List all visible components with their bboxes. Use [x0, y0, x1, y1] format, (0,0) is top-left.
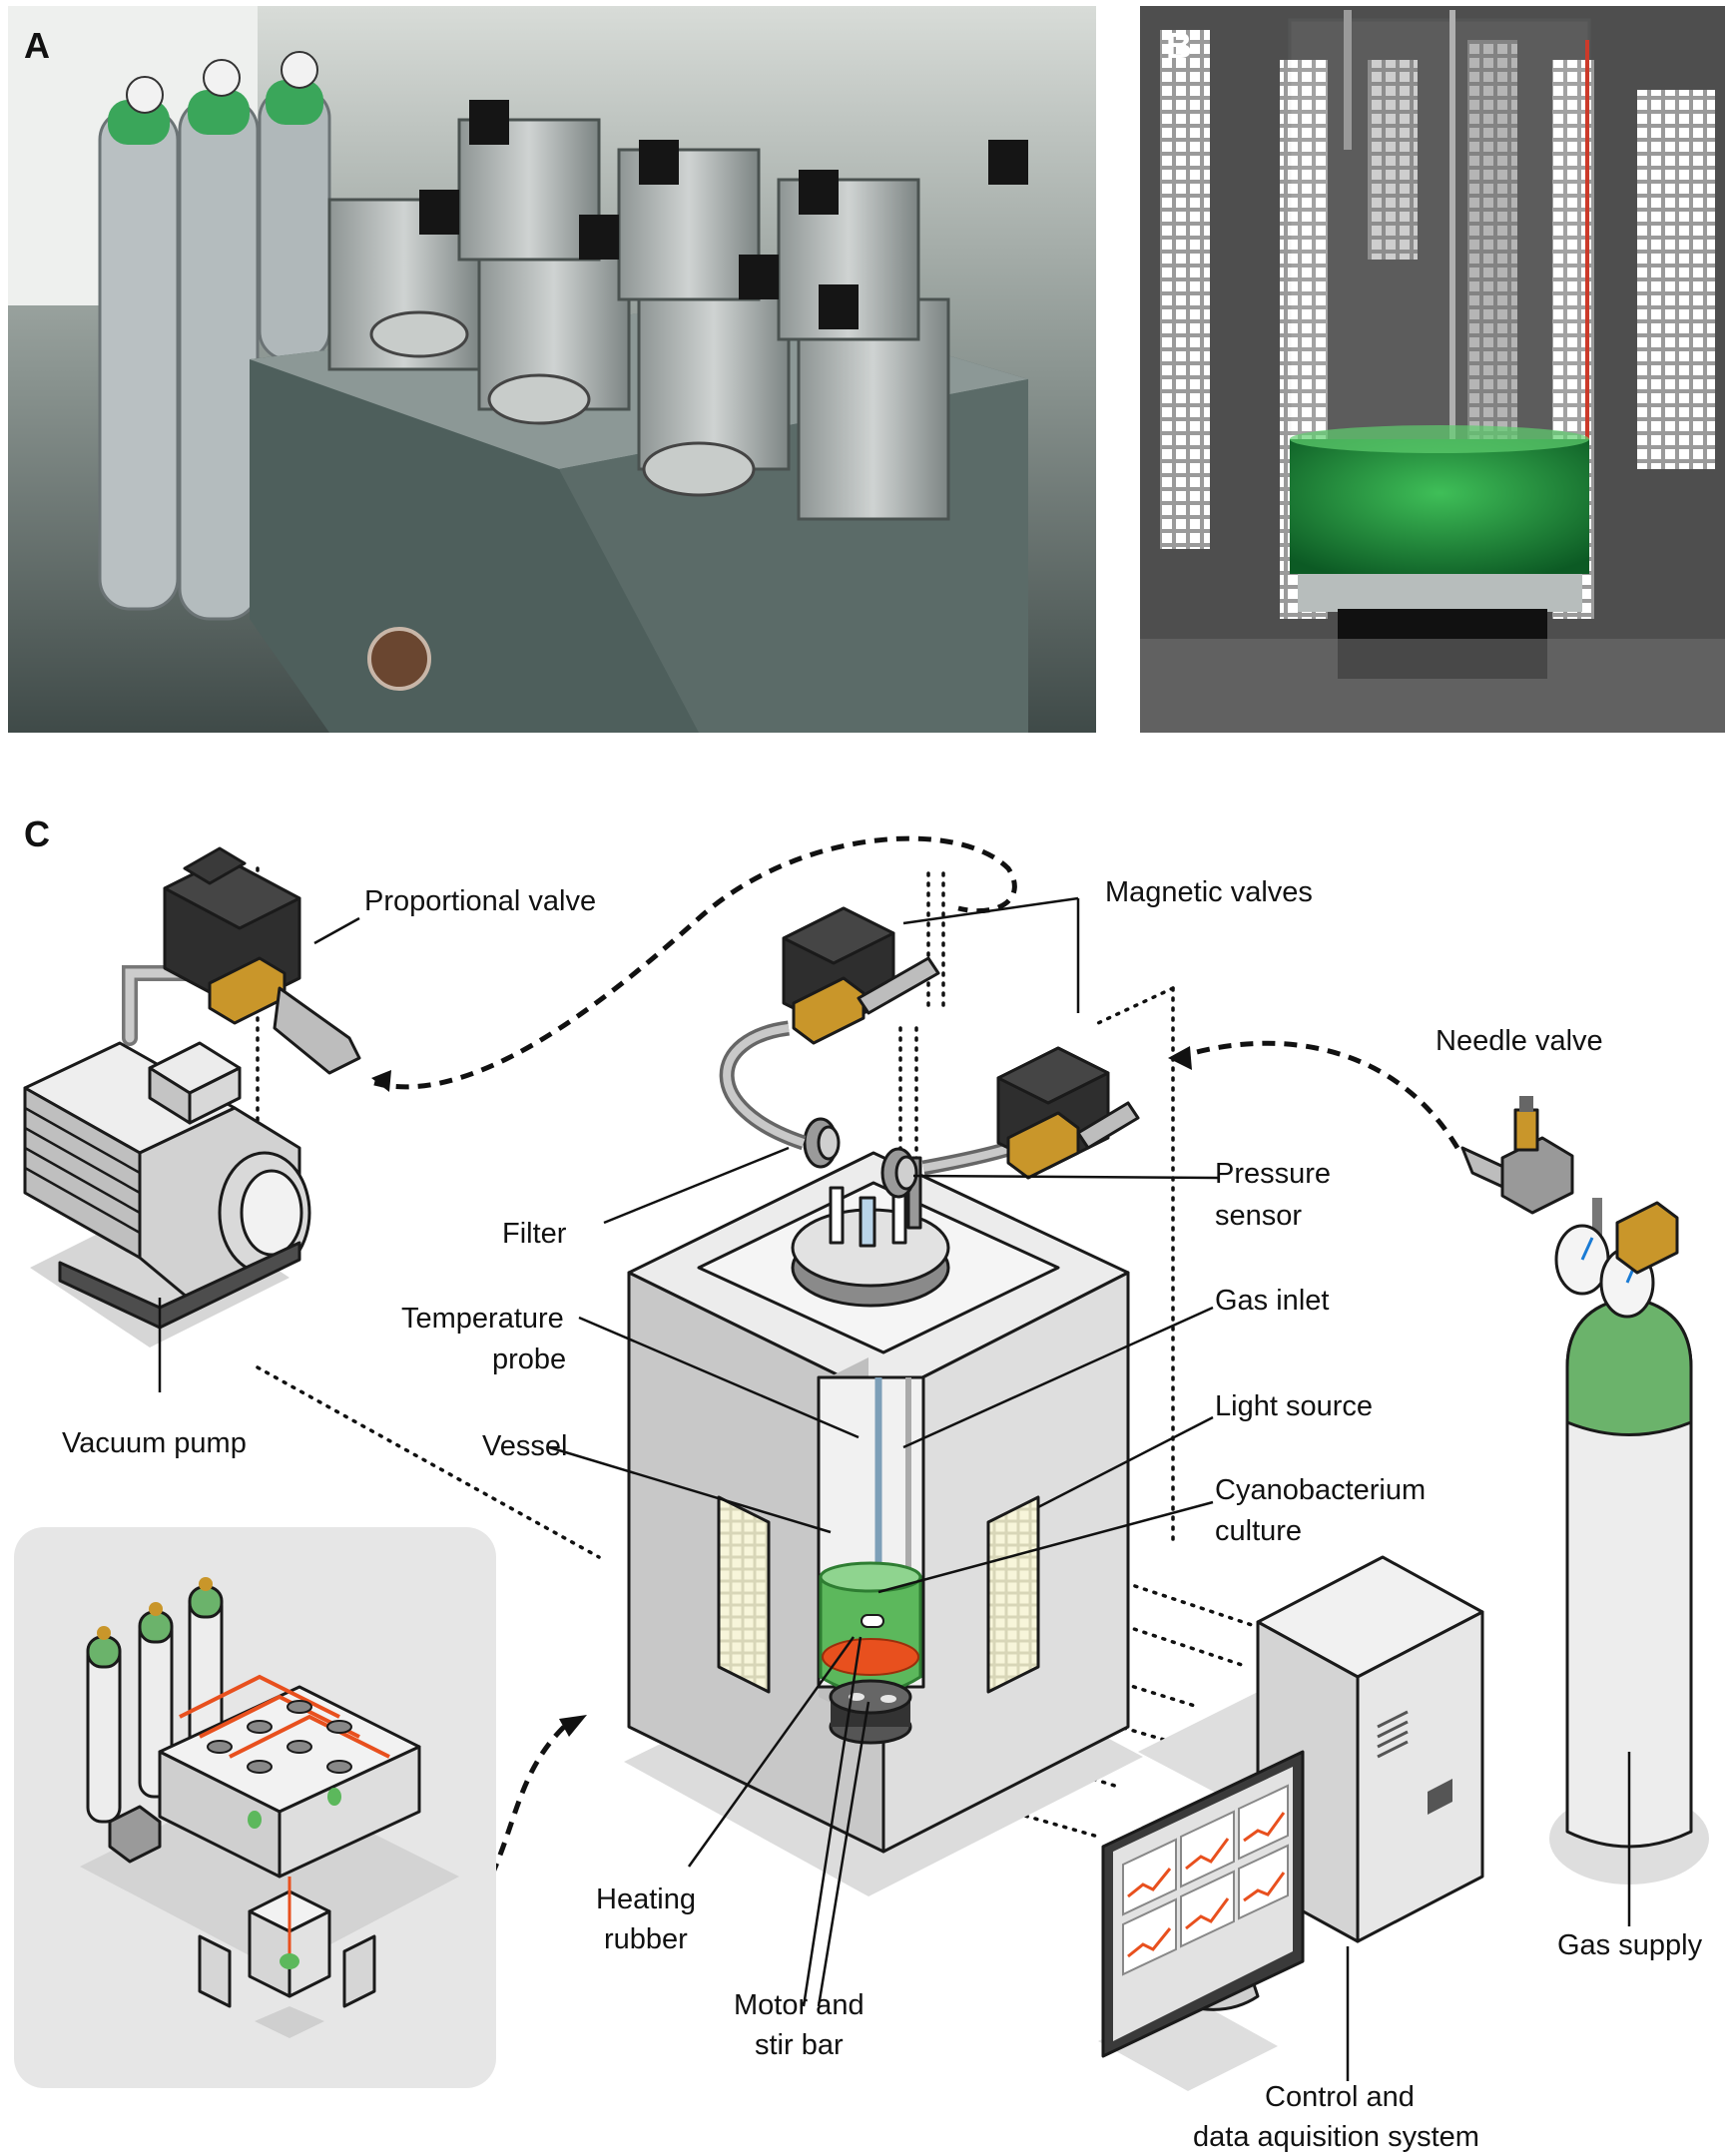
- label-temperature-probe-line2: probe: [492, 1344, 566, 1375]
- panel-letter-b: B: [1166, 25, 1192, 66]
- monitor-icon: [1098, 1750, 1305, 2091]
- label-proportional-valve: Proportional valve: [364, 885, 596, 917]
- label-cyanobacterium-culture-line2: culture: [1215, 1515, 1302, 1547]
- label-gas-inlet: Gas inlet: [1215, 1285, 1329, 1317]
- label-needle-valve: Needle valve: [1436, 1025, 1603, 1057]
- filter-icon: [803, 1117, 841, 1169]
- label-filter: Filter: [502, 1218, 567, 1250]
- label-vacuum-pump: Vacuum pump: [62, 1427, 247, 1459]
- inset-overview: [14, 1527, 496, 2088]
- label-pressure-sensor-line2: sensor: [1215, 1200, 1302, 1232]
- proportional-valve-icon: [122, 846, 361, 1075]
- vacuum-pump-icon: [23, 1041, 311, 1348]
- reactor-housing: [624, 1151, 1143, 1896]
- pressure-sensor-icon: [880, 1147, 918, 1199]
- label-magnetic-valves: Magnetic valves: [1105, 876, 1313, 908]
- label-heating-rubber-line1: Heating: [596, 1884, 696, 1915]
- label-light-source: Light source: [1215, 1390, 1373, 1422]
- label-temperature-probe-line1: Temperature: [401, 1303, 564, 1335]
- label-control-system-line1: Control and: [1265, 2081, 1415, 2113]
- needle-valve-icon: [1460, 1096, 1574, 1215]
- panel-a-photo: [8, 6, 1096, 733]
- panel-b-photo: [1140, 6, 1725, 733]
- label-motor-stir-bar-line1: Motor and: [734, 1989, 865, 2021]
- label-motor-stir-bar-line2: stir bar: [755, 2029, 844, 2061]
- label-heating-rubber-line2: rubber: [604, 1923, 688, 1955]
- label-leaders: [158, 896, 1631, 2081]
- magnetic-valve-1-icon: [782, 906, 940, 1045]
- pressure-gauge-icon: [1554, 1198, 1679, 1319]
- label-control-system-line2: data aquisition system: [1193, 2121, 1479, 2153]
- panel-letter-c: C: [24, 813, 50, 854]
- label-pressure-sensor-line1: Pressure: [1215, 1158, 1331, 1190]
- panel-letter-a: A: [24, 25, 50, 66]
- label-gas-supply: Gas supply: [1557, 1929, 1703, 1961]
- magnetic-valve-2-icon: [996, 1046, 1140, 1180]
- label-vessel: Vessel: [482, 1430, 567, 1462]
- gas-bottle-icon: [1549, 1271, 1709, 1885]
- label-cyanobacterium-culture-line1: Cyanobacterium: [1215, 1474, 1426, 1506]
- computer-tower-icon: [1138, 1555, 1484, 1943]
